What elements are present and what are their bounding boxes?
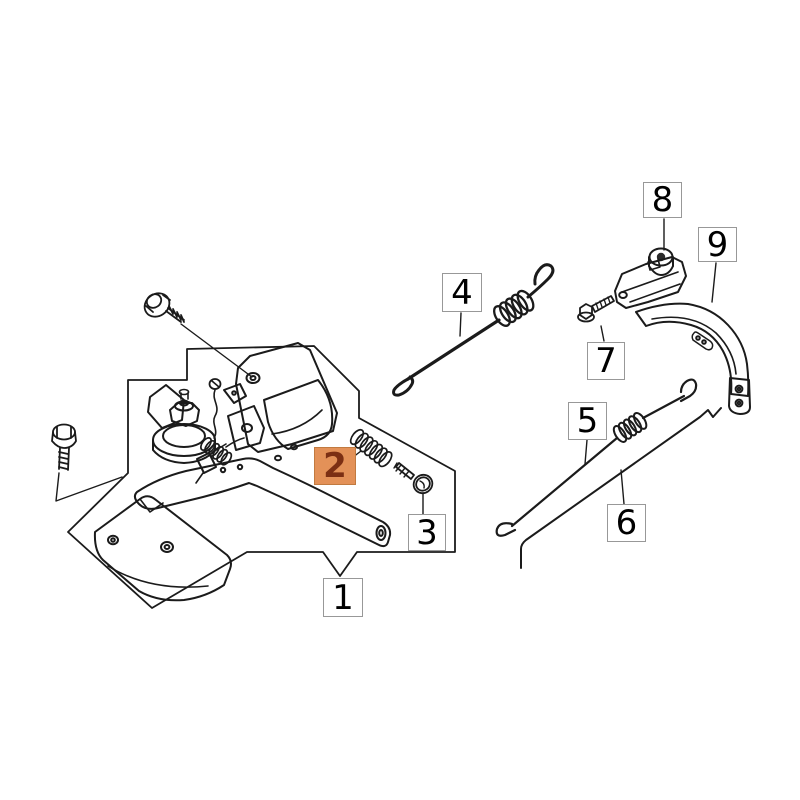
callout-7[interactable]: 7: [587, 342, 625, 380]
callout-8[interactable]: 8: [643, 182, 682, 218]
callout-5[interactable]: 5: [568, 402, 607, 440]
part-2-spring: [349, 428, 393, 468]
callout-4[interactable]: 4: [442, 273, 482, 312]
callout-9[interactable]: 9: [698, 227, 737, 262]
part-6-rod: [520, 407, 722, 569]
callout-1[interactable]: 1: [323, 578, 363, 617]
part-9-control-lever: [614, 256, 751, 415]
callout-3[interactable]: 3: [408, 514, 446, 551]
part-1-outline-balloon: [67, 345, 456, 609]
part-7-screw: [577, 295, 615, 323]
mounting-bolt-top: [143, 292, 185, 323]
part-4-tension-spring: [392, 263, 555, 397]
part-5-rod-with-spring: [495, 378, 698, 537]
mounting-bolt-left: [51, 423, 77, 471]
callout-2[interactable]: 2: [314, 447, 356, 485]
part-3-screw: [393, 462, 434, 495]
part-1-bracket-assembly: [93, 342, 392, 602]
leader-lines: [55, 218, 717, 515]
callout-6[interactable]: 6: [607, 504, 646, 542]
